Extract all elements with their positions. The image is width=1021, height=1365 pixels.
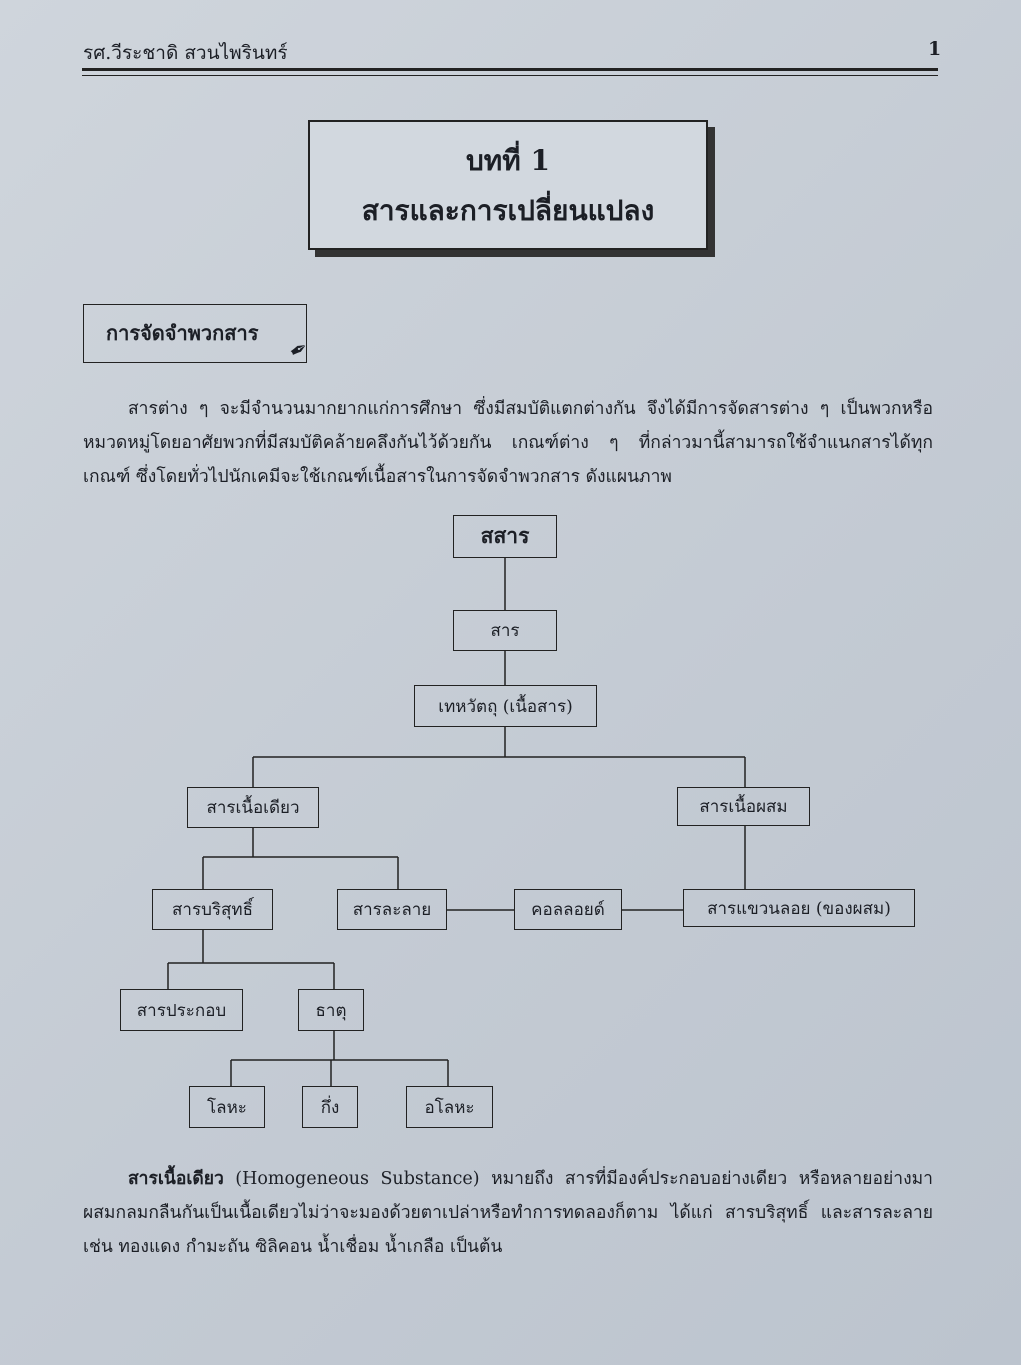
node-homogeneous: สารเนื้อเดียว: [187, 787, 319, 828]
node-solution: สารละลาย: [337, 889, 447, 930]
header-rule-thin: [82, 75, 938, 76]
node-pure-substance: สารบริสุทธิ์: [152, 889, 273, 930]
intro-paragraph: สารต่าง ๆ จะมีจำนวนมากยากแก่การศึกษา ซึ่…: [83, 399, 933, 487]
node-element: ธาตุ: [298, 989, 364, 1031]
term-homogeneous: สารเนื้อเดียว: [128, 1169, 224, 1189]
header-rule: [82, 68, 938, 71]
node-heterogeneous: สารเนื้อผสม: [677, 787, 810, 826]
node-metal: โลหะ: [189, 1086, 265, 1128]
page-number: 1: [928, 38, 942, 60]
chapter-title-box: บทที่ 1 สารและการเปลี่ยนแปลง: [308, 120, 708, 250]
chapter-title: สารและการเปลี่ยนแปลง: [361, 194, 655, 227]
section-title-box: การจัดจำพวกสาร: [83, 304, 307, 363]
node-nonmetal: อโลหะ: [406, 1086, 493, 1128]
node-suspension: สารแขวนลอย (ของผสม): [683, 889, 915, 927]
node-substance: สาร: [453, 610, 557, 651]
node-material: เทหวัตถุ (เนื้อสาร): [414, 685, 597, 727]
node-colloid: คอลลอยด์: [514, 889, 622, 930]
node-metalloid: กึ่ง: [302, 1086, 358, 1128]
chapter-number: บทที่ 1: [466, 144, 550, 177]
header-author: รศ.วีระชาดิ สวนไพรินทร์: [83, 42, 288, 64]
node-compound: สารประกอบ: [120, 989, 243, 1031]
definition-text: (Homogeneous Substance) หมายถึง สารที่มี…: [83, 1169, 933, 1257]
section-title: การจัดจำพวกสาร: [106, 321, 259, 345]
homogeneous-definition: สารเนื้อเดียว (Homogeneous Substance) หม…: [83, 1162, 933, 1264]
node-matter: สสาร: [453, 515, 557, 558]
